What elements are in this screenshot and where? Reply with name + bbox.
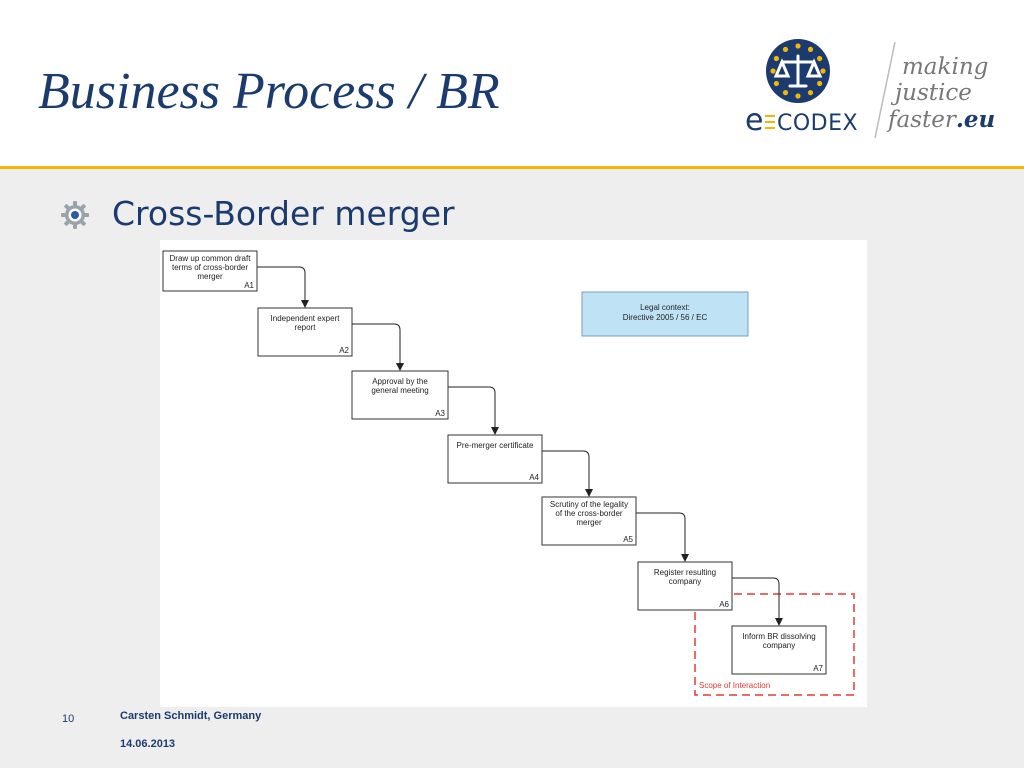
flow-arrow bbox=[636, 512, 689, 562]
process-step-text: Inform BR dissolving bbox=[742, 632, 815, 641]
process-step-a5 bbox=[541, 496, 637, 546]
scope-of-interaction-label: Scope of Interaction bbox=[699, 681, 770, 690]
tagline-domain: .eu bbox=[956, 106, 995, 133]
legal-context-line: Directive 2005 / 56 / EC bbox=[623, 313, 708, 322]
process-step-text: merger bbox=[197, 272, 223, 281]
logo-divider bbox=[874, 41, 896, 139]
flow-arrow bbox=[448, 386, 499, 435]
process-diagram-canvas: Scope of Interaction Legal context:Direct… bbox=[162, 250, 855, 696]
process-step-a6 bbox=[637, 561, 733, 611]
process-step-text: Register resulting bbox=[654, 568, 716, 577]
process-step-text: report bbox=[295, 323, 317, 332]
header-rule bbox=[0, 166, 1024, 169]
process-step-text: Independent expert bbox=[271, 314, 341, 323]
svg-text:faster.eu: faster.eu bbox=[886, 106, 995, 133]
process-step-text: Pre-merger certificate bbox=[457, 441, 534, 450]
process-step-id: A4 bbox=[529, 473, 539, 482]
process-step-a4 bbox=[447, 434, 543, 484]
gear-icon bbox=[61, 201, 89, 229]
process-step-a7 bbox=[731, 625, 827, 675]
scope-of-interaction-region bbox=[694, 593, 855, 696]
slide-header: Business Process / BR e CODEX bbox=[0, 0, 1024, 168]
process-step-text: Scrutiny of the legality bbox=[550, 500, 628, 509]
process-step-id: A2 bbox=[339, 346, 349, 355]
brand-name: CODEX bbox=[777, 111, 858, 136]
process-step-text: general meeting bbox=[371, 386, 428, 395]
slide-title: Business Process / BR bbox=[38, 63, 500, 120]
legal-context-box bbox=[581, 291, 749, 337]
process-step-text: merger bbox=[576, 518, 602, 527]
process-step-id: A7 bbox=[813, 664, 823, 673]
legal-context-line: Legal context: bbox=[640, 303, 690, 312]
eu-scales-icon bbox=[766, 39, 830, 103]
process-step-text: company bbox=[669, 577, 701, 586]
page-number: 10 bbox=[62, 713, 75, 725]
process-step-a2 bbox=[257, 307, 353, 357]
process-step-id: A1 bbox=[244, 281, 254, 290]
flow-arrow bbox=[257, 266, 309, 308]
footer-author: Carsten Schmidt, Germany bbox=[120, 710, 262, 722]
bullet-text: Cross-Border merger bbox=[112, 194, 455, 233]
flow-arrow bbox=[732, 577, 783, 626]
footer-date: 14.06.2013 bbox=[120, 738, 176, 750]
process-step-id: A5 bbox=[623, 535, 633, 544]
tagline-faster: faster bbox=[886, 107, 958, 133]
process-step-text: of the cross-border bbox=[555, 509, 622, 518]
process-step-text: terms of cross-border bbox=[172, 263, 248, 272]
process-step-id: A6 bbox=[719, 600, 729, 609]
process-step-a3 bbox=[351, 370, 449, 420]
tagline-justice: justice bbox=[890, 80, 972, 106]
tagline-making: making bbox=[902, 54, 988, 80]
process-step-text: Approval by the bbox=[372, 377, 428, 386]
flow-arrow bbox=[542, 450, 593, 497]
process-step-a1 bbox=[162, 250, 258, 292]
flow-arrow bbox=[352, 323, 404, 371]
ecodex-logo: e CODEX making justice faster.eu bbox=[745, 39, 995, 139]
process-step-text: company bbox=[763, 641, 795, 650]
process-step-id: A3 bbox=[435, 409, 445, 418]
process-diagram: Scope of Interaction Legal context:Direct… bbox=[160, 240, 867, 707]
brand-prefix: e bbox=[745, 103, 763, 138]
brand-separator-icon bbox=[765, 115, 775, 129]
process-step-text: Draw up common draft bbox=[170, 254, 252, 263]
